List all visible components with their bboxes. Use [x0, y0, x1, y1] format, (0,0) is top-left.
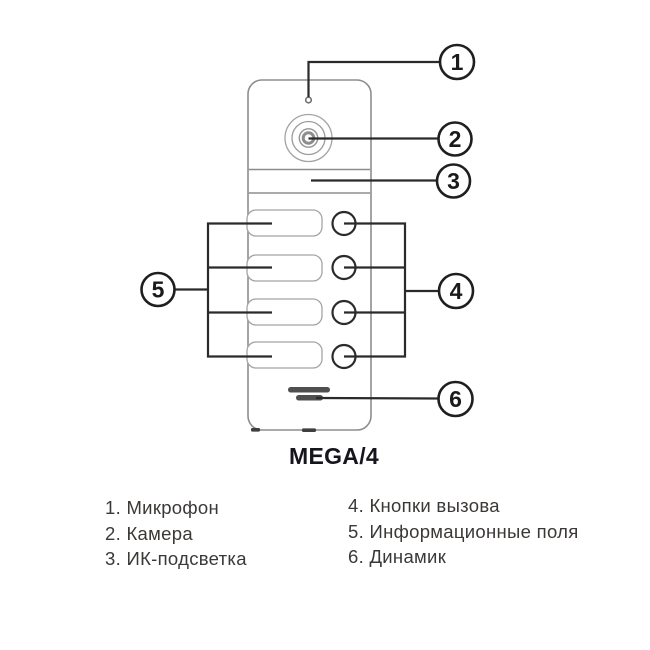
mounting-tab-2 — [302, 428, 316, 432]
legend-item-call-buttons: 4. Кнопки вызова — [348, 495, 500, 516]
info-field-4 — [246, 341, 323, 369]
speaker-slots — [288, 387, 330, 401]
callout-number-3: 3 — [447, 168, 460, 194]
callout-number-2: 2 — [449, 126, 462, 152]
legend-item-info-fields: 5. Информационные поля — [348, 520, 579, 542]
callout-number-6: 6 — [449, 386, 462, 412]
callout-balloons: 1 2 3 4 5 6 — [140, 43, 476, 418]
speaker-slot-2 — [296, 395, 323, 401]
callout-number-1: 1 — [451, 49, 464, 75]
legend-left-column: 1. Микрофон 2. Камера 3. ИК-подсветка — [105, 495, 247, 572]
callout-bracket-fields — [174, 222, 272, 358]
model-label: MEGA/4 — [289, 443, 379, 469]
callout-balloon-4: 4 — [437, 272, 475, 310]
info-fields — [246, 209, 323, 369]
callout-line-speaker — [315, 396, 439, 400]
mounting-tab-1 — [251, 428, 260, 432]
ir-illumination-strip — [248, 168, 371, 194]
legend-right-column: 4. Кнопки вызова 5. Информационные поля … — [348, 493, 579, 570]
callout-balloon-2: 2 — [437, 121, 473, 157]
mounting-tabs — [251, 428, 316, 432]
callout-balloon-6: 6 — [437, 380, 474, 418]
speaker-slot-1 — [288, 387, 330, 393]
device-body — [246, 79, 372, 432]
callout-bracket-buttons — [344, 222, 439, 358]
legend-item-camera: 2. Камера — [105, 522, 193, 544]
callout-lines — [174, 60, 440, 400]
callout-number-4: 4 — [450, 278, 463, 304]
legend-item-ir-backlight: 3. ИК-подсветка — [105, 548, 247, 569]
legend-item-speaker: 6. Динамик — [348, 546, 447, 567]
legend-item-microphone: 1. Микрофон — [105, 497, 220, 518]
callout-number-5: 5 — [152, 277, 165, 303]
callout-line-microphone — [307, 60, 440, 97]
callout-balloon-3: 3 — [435, 163, 472, 199]
microphone-hole — [304, 96, 313, 104]
callout-balloon-5: 5 — [140, 271, 176, 308]
callout-balloon-1: 1 — [438, 43, 476, 81]
